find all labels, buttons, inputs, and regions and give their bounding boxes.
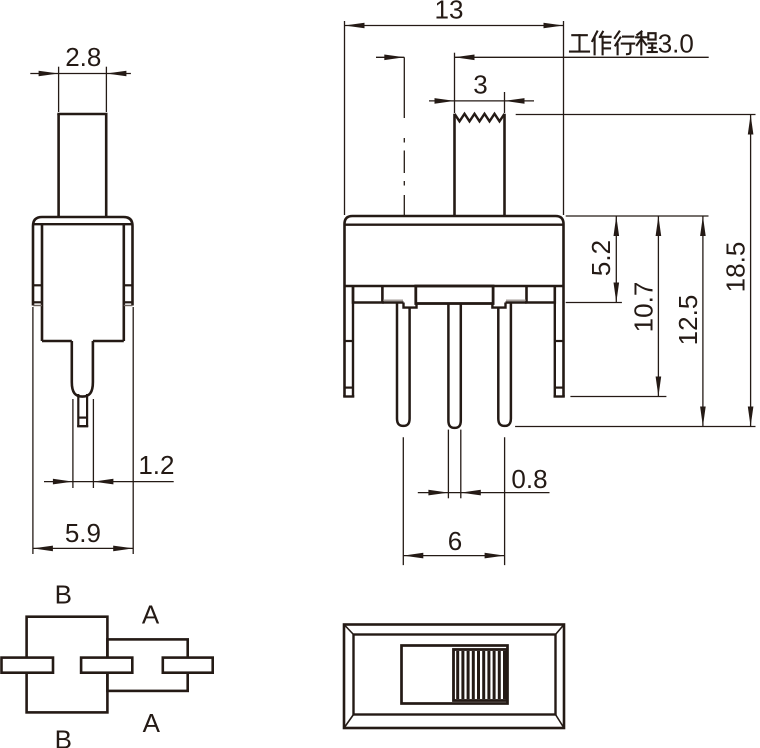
svg-text:A: A bbox=[142, 600, 160, 630]
svg-text:A: A bbox=[143, 708, 161, 738]
svg-text:2.8: 2.8 bbox=[65, 42, 101, 72]
svg-text:6: 6 bbox=[448, 526, 462, 556]
svg-text:18.5: 18.5 bbox=[721, 242, 751, 293]
svg-text:10.7: 10.7 bbox=[629, 282, 659, 333]
svg-text:0.8: 0.8 bbox=[511, 464, 547, 494]
svg-text:13: 13 bbox=[435, 0, 464, 24]
svg-text:3.0: 3.0 bbox=[658, 29, 694, 59]
svg-text:3: 3 bbox=[473, 70, 487, 100]
svg-text:5.2: 5.2 bbox=[586, 240, 616, 276]
svg-text:1.2: 1.2 bbox=[138, 450, 174, 480]
svg-text:B: B bbox=[55, 725, 72, 748]
svg-text:5.9: 5.9 bbox=[65, 518, 101, 548]
svg-text:12.5: 12.5 bbox=[673, 295, 703, 346]
svg-text:B: B bbox=[55, 580, 72, 610]
